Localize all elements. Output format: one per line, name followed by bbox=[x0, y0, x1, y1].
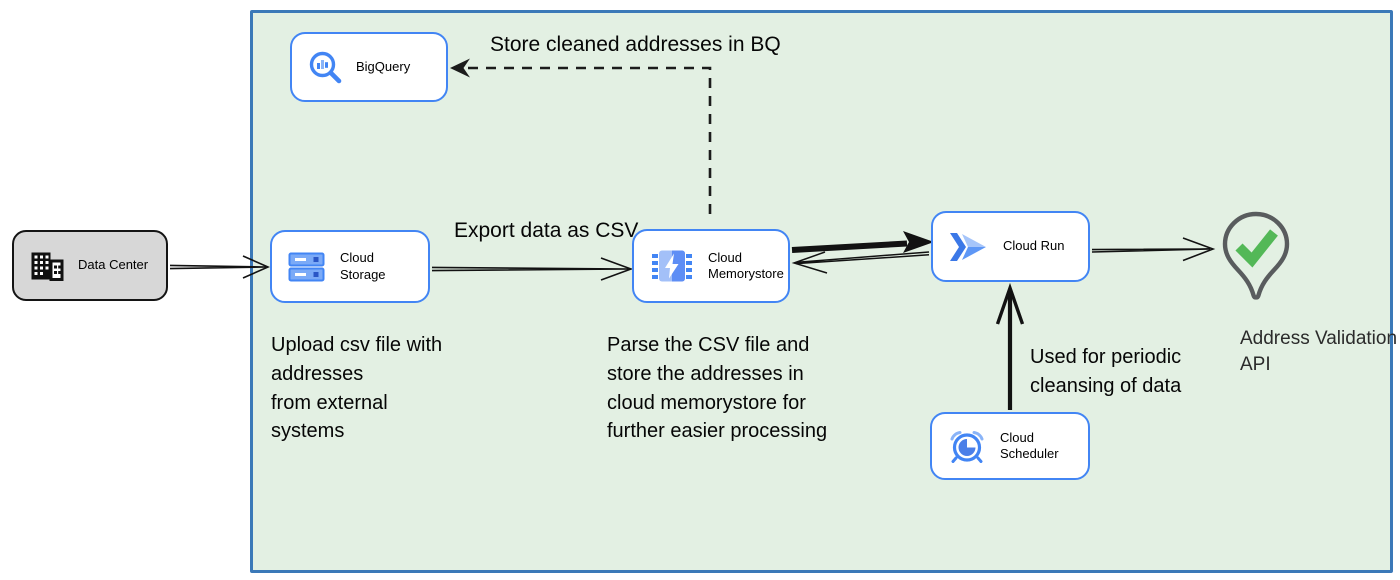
cloud-run-chevrons-icon bbox=[949, 232, 989, 262]
node-label-cloud-memorystore: Cloud Memorystore bbox=[708, 249, 784, 281]
bigquery-magnifier-icon bbox=[308, 50, 342, 84]
address-validation-api-label: Address Validation API bbox=[1240, 328, 1398, 375]
cloud-storage-buckets-icon bbox=[288, 252, 326, 282]
note-upload-csv: Upload csv file with addresses from exte… bbox=[271, 334, 443, 443]
node-cloud-run[interactable]: Cloud Run bbox=[931, 211, 1090, 282]
building-icon bbox=[30, 251, 64, 281]
node-cloud-memorystore[interactable]: Cloud Memorystore bbox=[632, 229, 790, 303]
edge-label-export-csv: Export data as CSV bbox=[454, 219, 639, 242]
memorystore-chip-icon bbox=[650, 248, 694, 284]
gcp-boundary-container bbox=[250, 10, 1393, 573]
node-data-center[interactable]: Data Center bbox=[12, 230, 168, 301]
edge-label-store-bq: Store cleaned addresses in BQ bbox=[490, 33, 781, 56]
node-label-bigquery: BigQuery bbox=[356, 58, 411, 74]
scheduler-alarm-clock-icon bbox=[948, 429, 986, 463]
node-bigquery[interactable]: BigQuery bbox=[290, 32, 448, 102]
node-cloud-scheduler[interactable]: Cloud Scheduler bbox=[930, 412, 1090, 480]
node-cloud-storage[interactable]: Cloud Storage bbox=[270, 230, 430, 303]
node-label-cloud-storage: Cloud Storage bbox=[340, 250, 386, 282]
node-label-cloud-run: Cloud Run bbox=[1003, 238, 1065, 254]
note-periodic-cleansing: Used for periodic cleansing of data bbox=[1030, 346, 1182, 397]
node-label-data-center: Data Center bbox=[78, 257, 149, 273]
node-label-cloud-scheduler: Cloud Scheduler bbox=[1000, 429, 1059, 461]
note-parse-csv: Parse the CSV file and store the address… bbox=[607, 334, 828, 443]
map-pin-check-icon[interactable] bbox=[1221, 211, 1291, 315]
